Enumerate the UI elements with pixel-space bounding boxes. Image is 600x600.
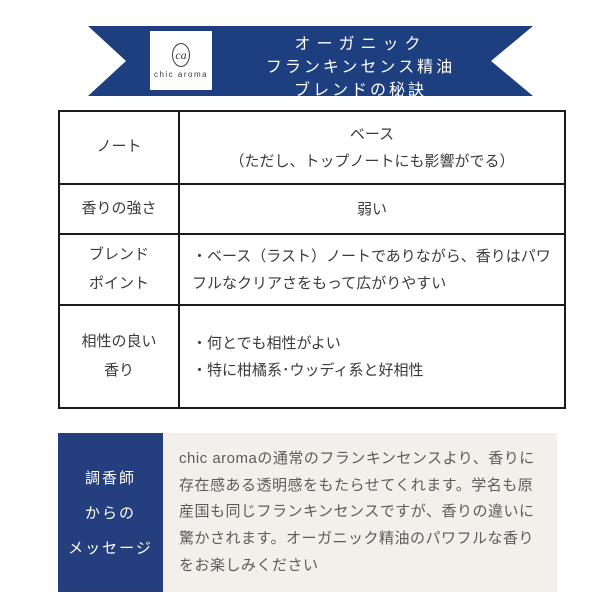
table-row-note-label: ノート: [60, 112, 178, 183]
table-row-note-value: ベース （ただし、トップノートにも影響がでる）: [178, 112, 564, 183]
spec-table: ノート ベース （ただし、トップノートにも影響がでる） 香りの強さ 弱い ブレン…: [58, 110, 566, 409]
table-row-compatibility-label: 相性の良い 香り: [60, 304, 178, 407]
compatibility-value-line2: ・特に柑橘系･ウッディ系と好相性: [192, 361, 424, 379]
message-label-line3: メッセージ: [68, 540, 153, 558]
brand-monogram-icon: ca: [172, 43, 190, 67]
page-title: オーガニック フランキンセンス精油 ブレンドの秘訣: [228, 33, 493, 102]
brand-logo: ca chic aroma: [150, 31, 212, 90]
blendpoint-label-line2: ポイント: [88, 274, 149, 292]
brand-name: chic aroma: [153, 69, 209, 79]
blendpoint-value-text: ・ベース（ラスト）ノートでありながら、香りはパワフルなクリアさをもって広がりやす…: [192, 247, 551, 292]
blendpoint-label-line1: ブレンド: [88, 246, 149, 263]
message-label-line1: 調香師: [84, 470, 136, 488]
compatibility-value-line1: ・何とでも相性がよい: [192, 334, 341, 352]
table-row-compatibility-value: ・何とでも相性がよい ・特に柑橘系･ウッディ系と好相性: [178, 304, 564, 407]
compatibility-label-line2: 香り: [103, 361, 134, 379]
note-label-text: ノート: [96, 138, 142, 156]
monogram-letters: ca: [175, 47, 187, 62]
perfumer-message-body: chic aromaの通常のフランキンセンスより、香りに存在感ある透明感をもたら…: [163, 433, 557, 593]
note-value-line2: （ただし、トップノートにも影響がでる）: [229, 152, 515, 170]
perfumer-message-label: 調香師 からの メッセージ: [58, 433, 163, 593]
title-line-1: オーガニック: [294, 36, 427, 53]
title-line-3: ブレンドの秘訣: [293, 82, 427, 99]
table-row-blendpoint-value: ・ベース（ラスト）ノートでありながら、香りはパワフルなクリアさをもって広がりやす…: [178, 233, 564, 304]
title-line-2: フランキンセンス精油: [265, 59, 456, 76]
compatibility-label-line1: 相性の良い: [81, 333, 157, 350]
strength-label-text: 香りの強さ: [81, 199, 157, 217]
strength-value-text: 弱い: [356, 200, 387, 218]
table-row-blendpoint-label: ブレンド ポイント: [60, 233, 178, 304]
table-row-strength-value: 弱い: [178, 183, 564, 233]
header-ribbon: ca chic aroma オーガニック フランキンセンス精油 ブレンドの秘訣: [88, 26, 533, 96]
note-value-line1: ベース: [349, 125, 395, 143]
perfumer-message-section: 調香師 からの メッセージ chic aromaの通常のフランキンセンスより、香…: [58, 433, 557, 593]
message-label-line2: からの: [84, 505, 136, 523]
table-row-strength-label: 香りの強さ: [60, 183, 178, 233]
